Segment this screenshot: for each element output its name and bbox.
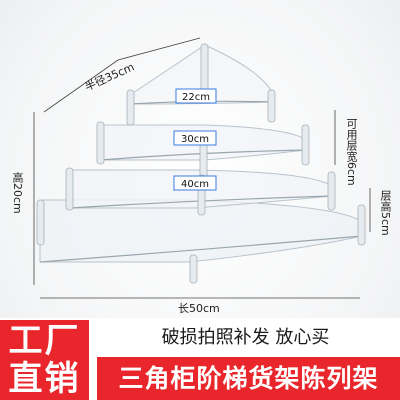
tier-2-label: 30cm: [181, 134, 209, 145]
guarantee-text: 破损拍照补发 放心买: [161, 327, 330, 348]
height-label: 高20cm: [11, 172, 24, 214]
length-label: 长50cm: [178, 302, 220, 315]
tier-1-label: 22cm: [182, 92, 210, 103]
usable-width-label: 可用层宽6cm: [345, 118, 358, 186]
tier-3-label: 40cm: [181, 179, 209, 190]
badge-line-2: 直销: [8, 359, 81, 399]
badge-line-1: 工厂: [8, 321, 81, 361]
factory-direct-badge: 工厂 直销: [0, 320, 89, 400]
acrylic-shelf-illustration: 22cm 30cm 40cm: [33, 37, 371, 299]
product-title: 三角柜阶梯货架陈列架: [97, 357, 400, 400]
layer-height-label: 层高5cm: [379, 190, 392, 236]
